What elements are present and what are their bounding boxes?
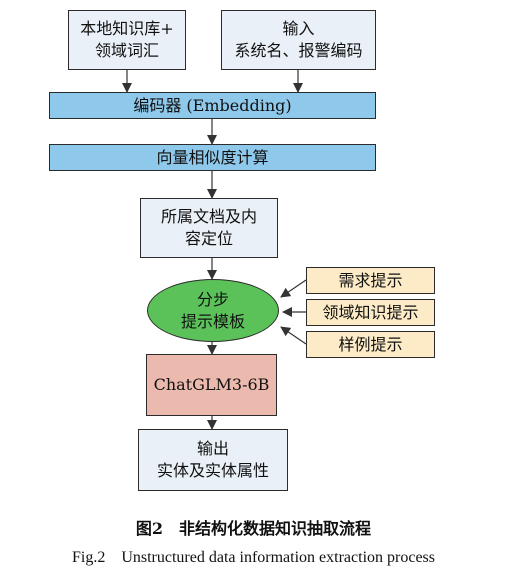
domain-knowledge-prompt-node: 领域知识提示 [306, 299, 435, 326]
prompt-template-node: 分步 提示模板 [147, 279, 279, 342]
figure-caption-chinese: 图2 非结构化数据知识抽取流程 [135, 519, 372, 538]
documents-node: 所属文档及内 容定位 [140, 198, 278, 258]
output-node: 输出 实体及实体属性 [138, 429, 288, 491]
llm-node: ChatGLM3-6B [146, 354, 277, 416]
similarity-node: 向量相似度计算 [49, 144, 376, 171]
encoder-node: 编码器 (Embedding) [49, 92, 376, 119]
figure-caption-english: Fig.2 Unstructured data information extr… [71, 549, 436, 566]
requirement-prompt-node: 需求提示 [306, 267, 435, 294]
arrow-prompt3-to-template [280, 326, 307, 345]
example-prompt-node: 样例提示 [306, 331, 435, 358]
input-node: 输入 系统名、报警编码 [221, 10, 376, 70]
arrow-prompt1-to-template [280, 279, 307, 298]
knowledge-base-node: 本地知识库+ 领域词汇 [68, 10, 186, 70]
